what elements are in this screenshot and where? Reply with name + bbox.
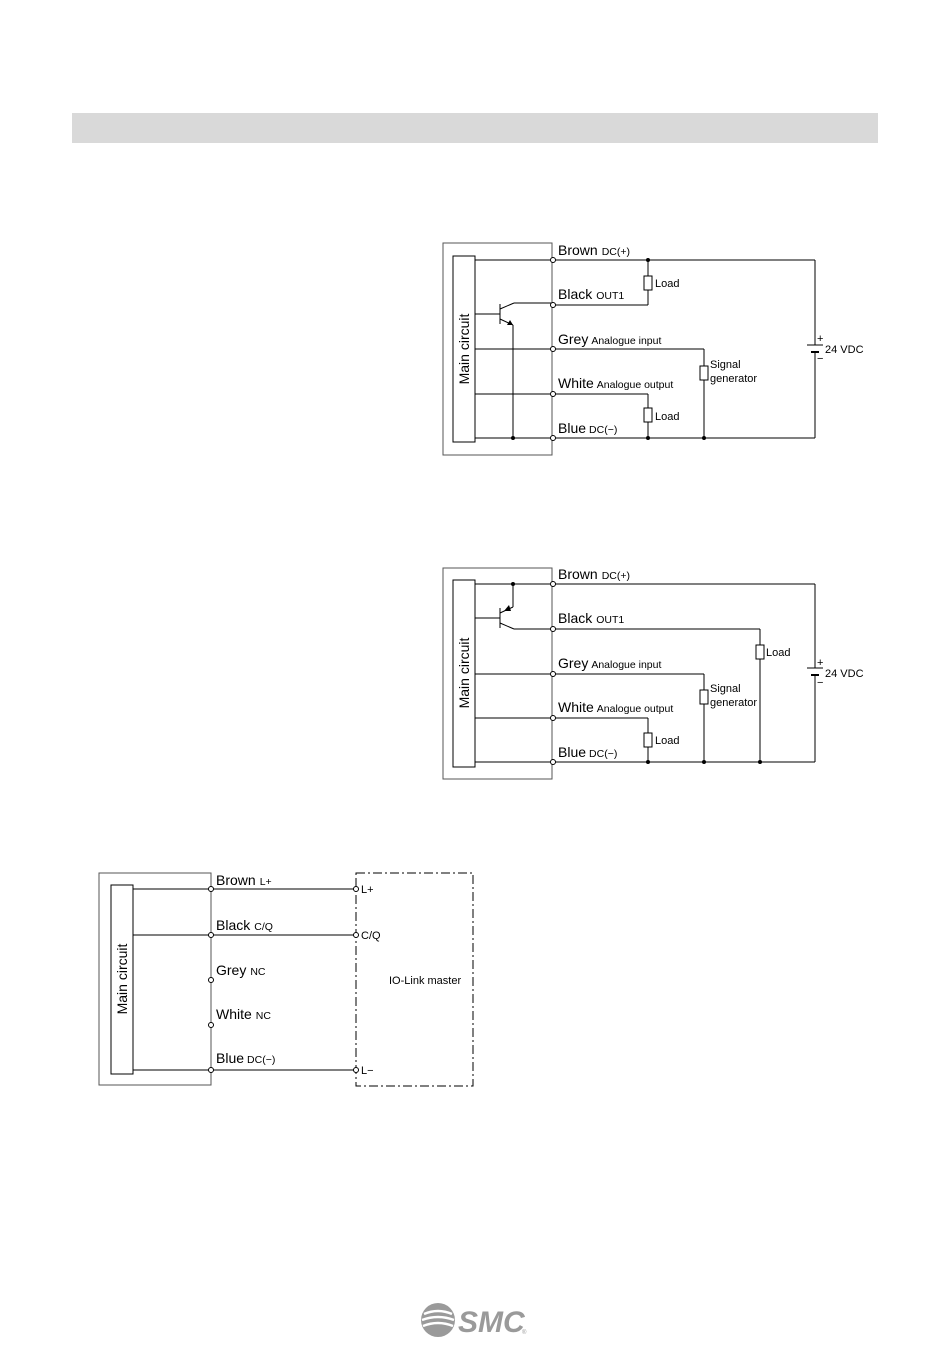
master-pin-lplus [353, 886, 359, 892]
signal-generator-label-2: generator [710, 697, 757, 709]
main-circuit-block [110, 884, 134, 1075]
signal-generator-label-2: generator [710, 373, 757, 385]
terminal-blue [208, 1067, 214, 1073]
iolink-master-box [355, 872, 474, 1087]
terminal-blue [550, 435, 556, 441]
minus-sign: − [817, 353, 823, 365]
terminal-blue [550, 759, 556, 765]
master-pin-label-lplus: L+ [361, 884, 374, 896]
terminal-black [550, 626, 556, 632]
terminal-brown [550, 257, 556, 263]
signal-generator-label: Signal [710, 359, 741, 371]
wiring-diagram-pnp: Main circuit Load Load Signal generator … [442, 566, 864, 780]
load-label-bottom: Load [655, 735, 679, 747]
minus-sign: − [817, 677, 823, 689]
wiring-diagram-iolink: Main circuit IO-Link master L+ C/Q L− Br… [98, 872, 474, 1087]
main-circuit-label: Main circuit [456, 313, 472, 384]
terminal-black [550, 302, 556, 308]
terminal-white [550, 715, 556, 721]
smc-logo: SMC ® [421, 1303, 527, 1339]
smc-wordmark: SMC [458, 1306, 526, 1339]
terminal-white [550, 391, 556, 397]
load-label-top: Load [655, 278, 679, 290]
terminal-black [208, 932, 214, 938]
main-circuit-label: Main circuit [456, 637, 472, 708]
terminal-grey [550, 346, 556, 352]
section-header-bar [72, 113, 878, 143]
plus-sign: + [817, 657, 823, 669]
wiring-diagram-npn: Main circuit Load Load Signal generator … [442, 242, 864, 456]
load-label-out: Load [766, 647, 790, 659]
signal-generator-label: Signal [710, 683, 741, 695]
load-label-bottom: Load [655, 411, 679, 423]
svg-text:®: ® [522, 1329, 527, 1336]
terminal-brown [208, 886, 214, 892]
master-pin-cq [353, 932, 359, 938]
terminal-grey [208, 977, 214, 983]
supply-voltage-label: 24 VDC [825, 668, 864, 680]
iolink-master-label: IO-Link master [389, 975, 461, 987]
master-pin-label-cq: C/Q [361, 930, 381, 942]
terminal-white [208, 1022, 214, 1028]
plus-sign: + [817, 333, 823, 345]
terminal-grey [550, 671, 556, 677]
terminal-brown [550, 581, 556, 587]
master-pin-label-lminus: L− [361, 1065, 374, 1077]
supply-voltage-label: 24 VDC [825, 344, 864, 356]
master-pin-lminus [353, 1067, 359, 1073]
smc-globe-icon [421, 1303, 455, 1337]
main-circuit-label: Main circuit [114, 943, 130, 1014]
